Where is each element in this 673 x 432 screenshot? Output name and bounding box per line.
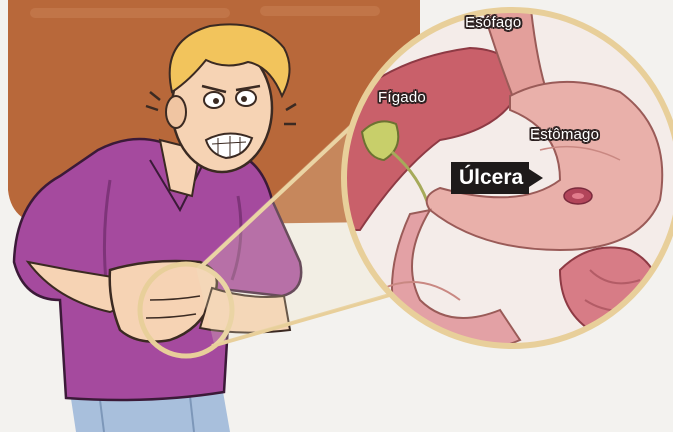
ulcer-label: Úlcera [451, 162, 529, 194]
stomach-label: Estômago [530, 126, 599, 143]
panel-blur-texture [30, 8, 230, 18]
esophagus-label: Esófago [465, 14, 521, 31]
panel-blur-texture [260, 6, 380, 16]
liver-label: Fígado [378, 89, 426, 106]
